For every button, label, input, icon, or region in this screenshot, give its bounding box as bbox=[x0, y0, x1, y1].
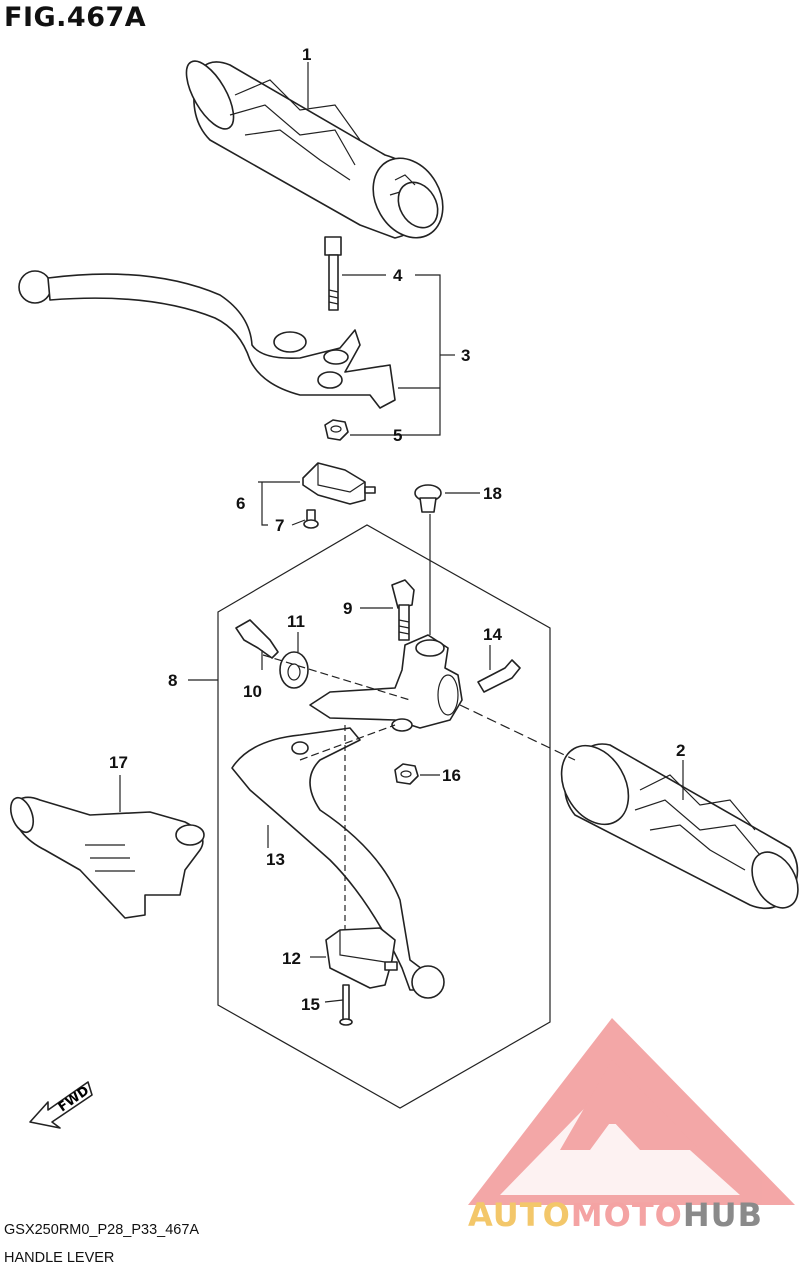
callout-17: 17 bbox=[109, 753, 128, 772]
callout-9: 9 bbox=[343, 599, 352, 618]
callout-5: 5 bbox=[393, 426, 402, 445]
nut-16-icon bbox=[394, 763, 419, 785]
grip-left-icon bbox=[185, 60, 444, 239]
callout-15: 15 bbox=[301, 995, 320, 1014]
callout-7: 7 bbox=[275, 516, 284, 535]
watermark-text: AUTOMOTOHUB bbox=[468, 1196, 763, 1234]
callout-11: 11 bbox=[287, 612, 305, 631]
forward-direction-arrow-icon: FWD bbox=[29, 1081, 93, 1129]
figure-title: FIG.467A bbox=[4, 2, 147, 33]
bolt-14-icon bbox=[477, 659, 521, 693]
cap-18-icon bbox=[414, 484, 442, 513]
callout-14: 14 bbox=[483, 625, 502, 644]
screw-15-icon bbox=[339, 984, 353, 1026]
throttle-grip-icon bbox=[9, 796, 205, 919]
callout-8: 8 bbox=[168, 671, 177, 690]
grip-right-icon bbox=[560, 743, 799, 910]
callout-10: 10 bbox=[243, 682, 262, 701]
assembly-8-outline bbox=[217, 524, 551, 1109]
clutch-switch-icon bbox=[302, 462, 376, 505]
callout-numbers: 1 2 3 4 5 6 7 8 9 10 11 12 13 14 15 16 1… bbox=[109, 45, 685, 1014]
callout-6: 6 bbox=[236, 494, 245, 513]
bolt-10-icon bbox=[235, 619, 279, 659]
callout-3: 3 bbox=[461, 346, 470, 365]
callout-16: 16 bbox=[442, 766, 461, 785]
callout-1: 1 bbox=[302, 45, 311, 64]
callout-2: 2 bbox=[676, 741, 685, 760]
callout-12: 12 bbox=[282, 949, 301, 968]
screw-7-icon bbox=[303, 509, 319, 529]
figure-caption: HANDLE LEVER bbox=[4, 1250, 115, 1266]
callout-13: 13 bbox=[266, 850, 285, 869]
pivot-bolt-4-icon bbox=[324, 236, 342, 311]
callout-18: 18 bbox=[483, 484, 502, 503]
brake-switch-icon bbox=[325, 927, 398, 989]
figure-code: GSX250RM0_P28_P33_467A bbox=[4, 1222, 200, 1238]
nut-5-icon bbox=[324, 419, 349, 441]
brake-lever-icon bbox=[231, 727, 445, 999]
callout-4: 4 bbox=[393, 266, 403, 285]
pivot-bolt-9-icon bbox=[391, 579, 415, 641]
lever-bracket-icon bbox=[309, 634, 463, 732]
watermark-logo-icon bbox=[468, 1018, 795, 1205]
leader-lines bbox=[119, 62, 684, 1003]
clutch-lever-icon bbox=[18, 270, 396, 409]
washer-11-icon bbox=[279, 651, 309, 689]
